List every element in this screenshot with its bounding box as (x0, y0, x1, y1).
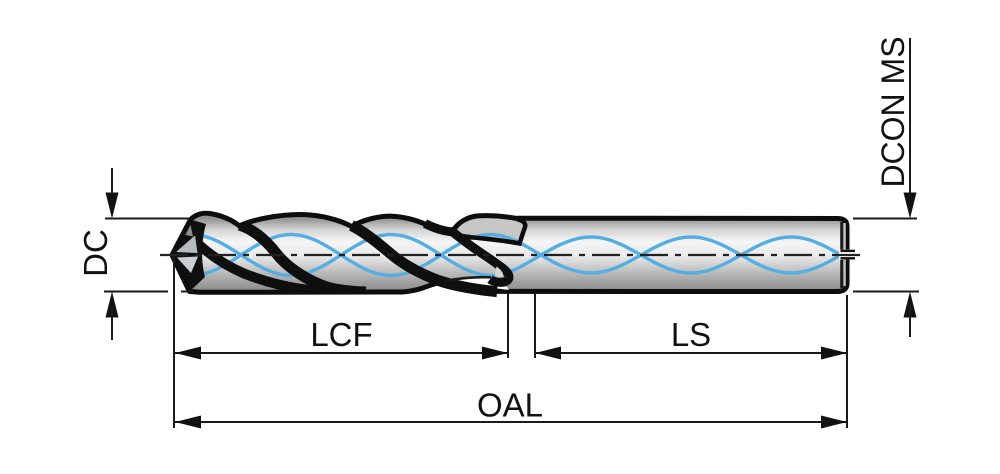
svg-text:LS: LS (671, 316, 711, 353)
svg-text:OAL: OAL (477, 387, 543, 424)
svg-text:DCON MS: DCON MS (875, 36, 911, 187)
svg-text:LCF: LCF (310, 316, 372, 353)
svg-text:DC: DC (77, 229, 114, 277)
